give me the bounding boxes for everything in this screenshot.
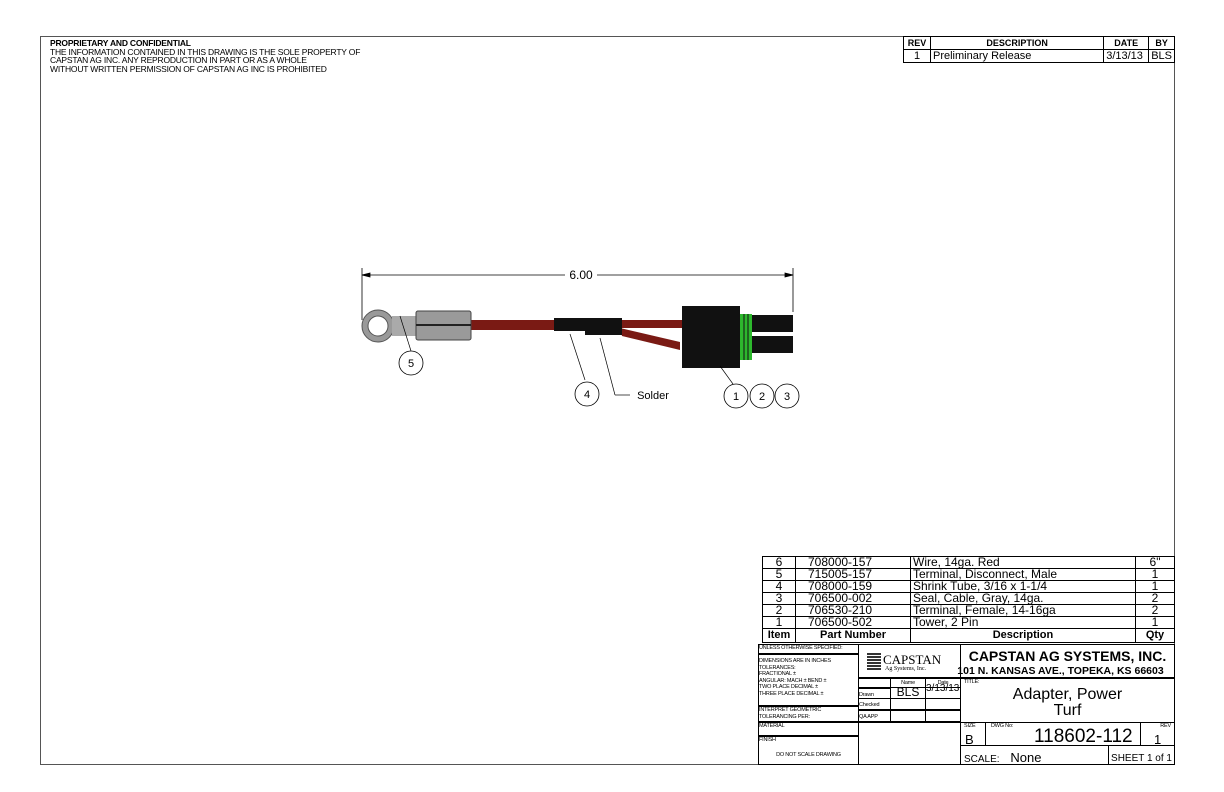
description-cell: Terminal, Disconnect, Male [910, 568, 1136, 581]
part-number-cell: 708000-159 [795, 580, 911, 593]
rev-label: REV [1160, 723, 1171, 729]
balloon-3: 3 [784, 391, 790, 403]
title-line-2: Turf [1053, 702, 1082, 719]
qa-label: QA APP [858, 710, 891, 722]
tolerance-line: FRACTIONAL ± [759, 671, 796, 678]
dwg-label: DWG No: [991, 723, 1014, 729]
unless-specified: UNLESS OTHERWISE SPECIFIED: [758, 644, 859, 654]
tolerance-line: TOLERANCES: [759, 664, 796, 671]
qty-cell: 1 [1135, 616, 1175, 629]
title-box: TITLE: Adapter, Power Turf [960, 678, 1175, 723]
by-cell: BLS [1148, 49, 1175, 63]
dimension-line [361, 268, 794, 320]
confidentiality-notice: PROPRIETARY AND CONFIDENTIAL THE INFORMA… [50, 39, 360, 73]
tolerances: DIMENSIONS ARE IN INCHES TOLERANCES: FRA… [758, 654, 859, 706]
logo-building-icon [867, 652, 881, 670]
notice-line: CAPSTAN AG INC. ANY REPRODUCTION IN PART… [50, 55, 307, 66]
title-label: TITLE: [964, 679, 980, 685]
size-label: SIZE [964, 723, 976, 729]
tolerance-line: DIMENSIONS ARE IN INCHES [759, 658, 831, 664]
dwg-number: 118602-112 [1034, 726, 1133, 747]
finish: FINISH DO NOT SCALE DRAWING [758, 736, 859, 765]
finish-label: FINISH [759, 737, 776, 743]
connector-tower [682, 306, 793, 368]
tolerance-line: THREE PLACE DECIMAL ± [759, 690, 824, 697]
checked-label: Checked [858, 698, 891, 710]
qty-cell: Qty [1135, 628, 1175, 643]
balloon-2: 2 [759, 391, 765, 403]
solder-label: Solder [637, 390, 669, 402]
item-balloons [398, 350, 800, 409]
drawn-name: BLS [890, 682, 926, 699]
company-name: CAPSTAN AG SYSTEMS, INC. [968, 648, 1167, 664]
leader-lines [399, 315, 734, 396]
part-number-cell: 706500-502 [795, 616, 911, 629]
tolerance-line: TWO PLACE DECIMAL ± [759, 684, 818, 691]
balloon-5: 5 [408, 358, 414, 370]
rev-box: REV 1 [1140, 722, 1175, 747]
scale-box: SCALE: None [960, 745, 1109, 765]
dwg-number-box: DWG No: 118602-112 [985, 722, 1141, 747]
scale-label: SCALE: [964, 754, 1000, 765]
part-number-cell: Part Number [795, 628, 911, 643]
interpret-line: TOLERANCING PER: [759, 713, 810, 720]
dimension-value: 6.00 [569, 268, 593, 282]
company-logo: CAPSTAN Ag Systems, Inc. [858, 644, 961, 678]
description-cell: Preliminary Release [929, 49, 1105, 63]
scale-value: None [1010, 750, 1042, 765]
size-value: B [965, 732, 974, 747]
wire [470, 320, 682, 350]
item-cell: Item [762, 628, 796, 643]
company-address: 101 N. KANSAS AVE., TOPEKA, KS 66603 [957, 665, 1164, 677]
description-cell: Description [910, 628, 1136, 643]
interpret-line: INTERPRET GEOMETRIC [759, 707, 822, 713]
do-not-scale: DO NOT SCALE DRAWING [776, 751, 841, 758]
size-box: SIZE B [960, 722, 986, 747]
notice-line: WITHOUT WRITTEN PERMISSION OF CAPSTAN AG… [50, 63, 327, 74]
item-cell: 1 [762, 616, 796, 629]
sheet-number: SHEET 1 of 1 [1108, 745, 1175, 765]
description-cell: Tower, 2 Pin [910, 616, 1136, 629]
logo-sub: Ag Systems, Inc. [885, 666, 926, 672]
shrink-tube [554, 318, 622, 335]
date-cell: 3/13/13 [1103, 49, 1150, 63]
notice-title: PROPRIETARY AND CONFIDENTIAL [50, 38, 191, 48]
sheet-border [40, 36, 1175, 765]
company-info: CAPSTAN AG SYSTEMS, INC. 101 N. KANSAS A… [957, 644, 1175, 678]
rev-value: 1 [1154, 732, 1162, 747]
description-cell: Terminal, Female, 14-16ga [910, 604, 1136, 617]
title-line-1: Adapter, Power [1012, 686, 1123, 703]
notice-line: THE INFORMATION CONTAINED IN THIS DRAWIN… [50, 46, 361, 57]
tolerance-line: ANGULAR: MACH ± BEND ± [759, 677, 827, 684]
balloon-4: 4 [584, 389, 590, 401]
ring-terminal [361, 309, 472, 343]
logo-name: CAPSTAN [883, 652, 942, 667]
material: MATERIAL [758, 722, 859, 736]
drawn-date: 3/13/13 [925, 682, 961, 699]
balloon-1: 1 [733, 391, 739, 403]
